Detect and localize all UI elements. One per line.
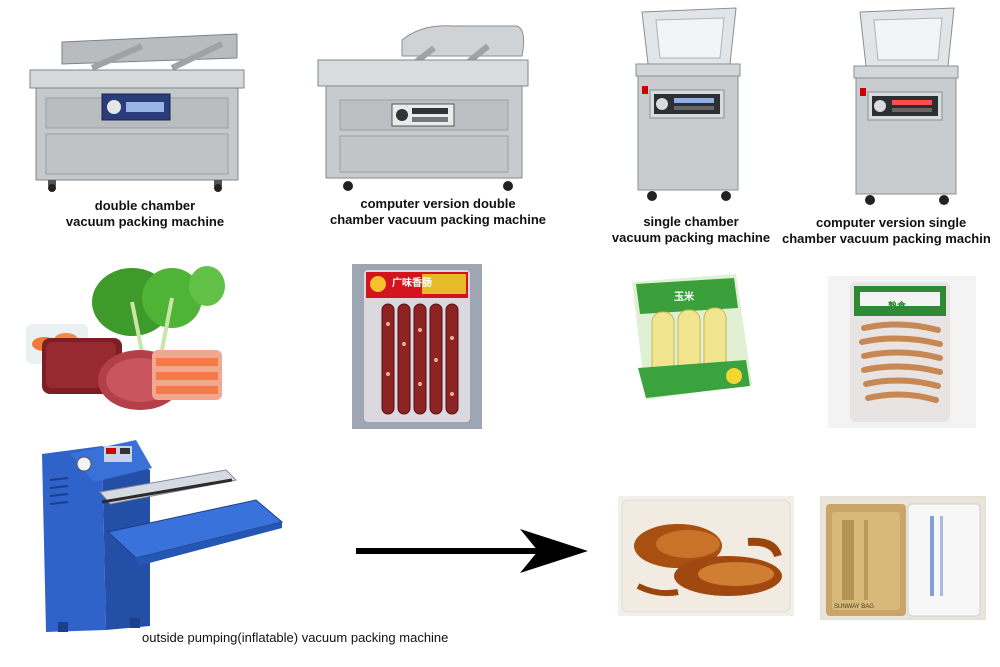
vacuum-packed-snack-image: 熟食 bbox=[828, 276, 976, 428]
vacuum-packed-sausage-image: 广味香肠 bbox=[352, 264, 482, 429]
caption-computer-single: computer version single chamber vacuum p… bbox=[782, 215, 1000, 247]
caption-line: double chamber bbox=[94, 198, 196, 213]
caption-double-chamber: double chamber vacuum packing machine bbox=[60, 198, 230, 230]
caption-line: vacuum packing machine bbox=[65, 214, 225, 229]
computer-double-chamber-machine-image bbox=[312, 20, 537, 196]
caption-outside-pumping: outside pumping(inflatable) vacuum packi… bbox=[142, 630, 449, 645]
computer-single-chamber-machine-image bbox=[850, 6, 962, 206]
inflatable-bags-image: SUNWAY BAG bbox=[820, 496, 986, 620]
snack-pack-label: 熟食 bbox=[888, 301, 907, 311]
caption-line: vacuum packing machine bbox=[611, 230, 771, 245]
caption-line: chamber vacuum packing machin bbox=[782, 231, 991, 246]
caption-line: single chamber bbox=[643, 214, 739, 229]
caption-computer-double: computer version double chamber vacuum p… bbox=[318, 196, 558, 228]
right-arrow-icon bbox=[352, 525, 592, 577]
caption-line: computer version single bbox=[816, 215, 967, 230]
corn-pack-label: 玉米 bbox=[674, 292, 694, 303]
vacuum-packed-corn-image: 玉米 bbox=[626, 272, 756, 404]
caption-line: chamber vacuum packing machine bbox=[329, 212, 547, 227]
sausage-pack-label: 广味香肠 bbox=[392, 278, 432, 289]
bag-brand-label: SUNWAY BAG bbox=[834, 604, 874, 610]
caption-single-chamber: single chamber vacuum packing machine bbox=[606, 214, 776, 246]
vacuum-packed-meat-vegetables-image bbox=[22, 262, 232, 422]
outside-pumping-machine-image bbox=[40, 440, 284, 635]
caption-line: computer version double bbox=[360, 196, 516, 211]
double-chamber-machine-image bbox=[22, 28, 252, 193]
vacuum-packed-roast-duck-image bbox=[618, 496, 794, 616]
single-chamber-machine-image bbox=[632, 6, 744, 204]
